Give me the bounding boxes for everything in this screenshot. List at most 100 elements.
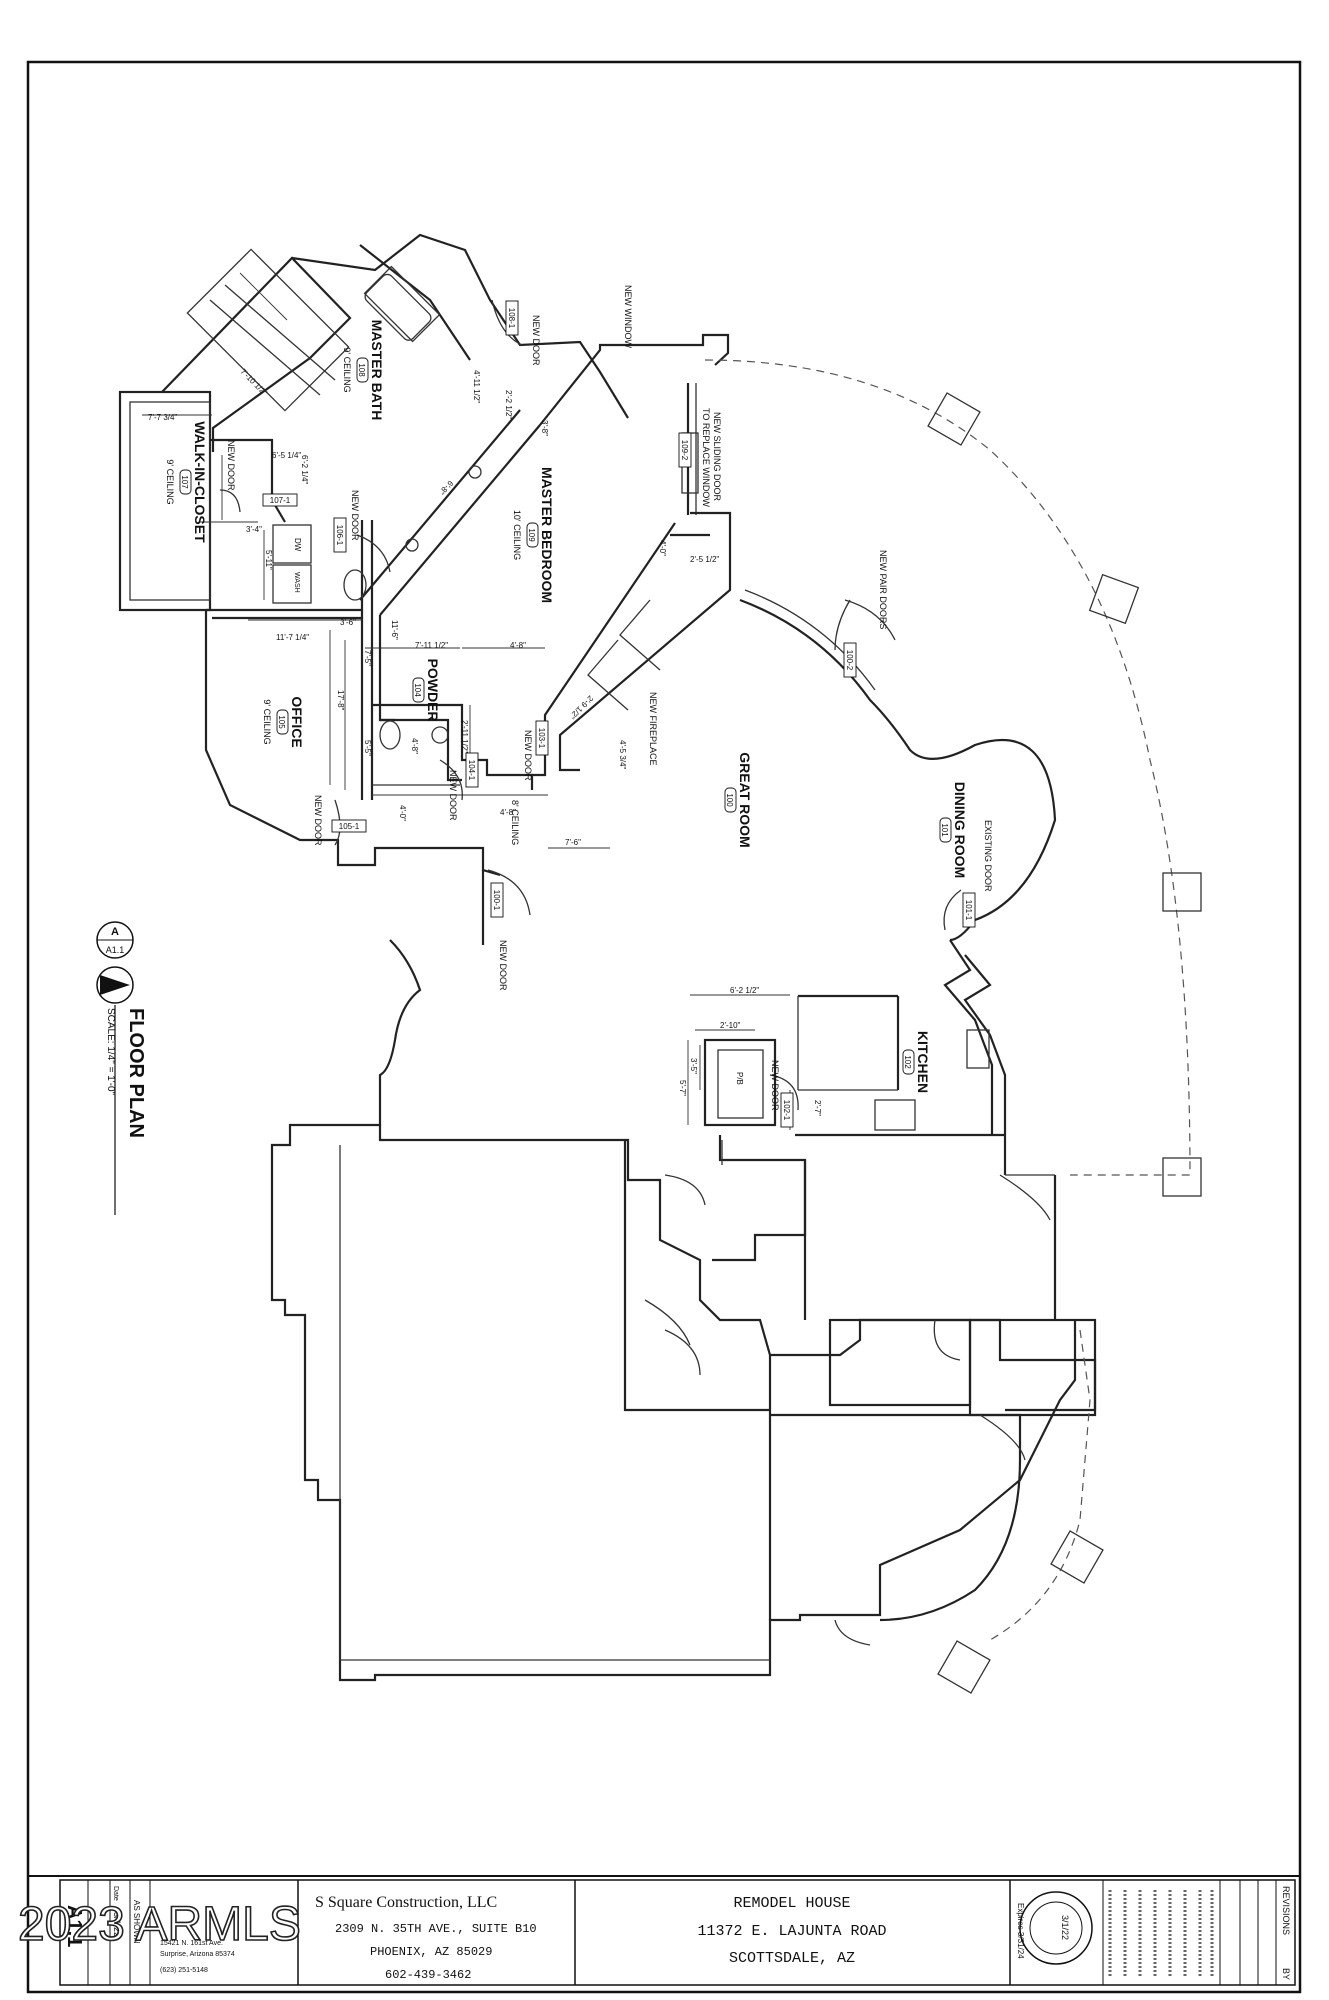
dim-4: 6'-2 1/4" — [300, 455, 309, 484]
tb-project-line2: 11372 E. LAJUNTA ROAD — [697, 1923, 886, 1940]
dim-15: 7'-11 1/2" — [415, 641, 448, 650]
dim-16: 4'-8" — [510, 641, 526, 650]
note-new-door-closet: NEW DOOR — [226, 440, 236, 491]
door-tag-102-1: 102-1 — [782, 1100, 791, 1121]
room-tag-powder: 104 — [413, 683, 422, 697]
dim-12: 6'-8" — [437, 479, 455, 497]
note-wash: WASH — [293, 572, 300, 593]
note-dw: DW — [293, 538, 302, 552]
room-name-master-bath: MASTER BATH — [369, 320, 385, 421]
tb-project-line3: SCOTTSDALE, AZ — [729, 1950, 855, 1967]
tb-seal-date: 3/1/22 — [1060, 1915, 1070, 1940]
dim-11: 3'-8" — [540, 420, 549, 436]
dim-29: 2'-10" — [720, 1021, 741, 1030]
note-eight-ceiling: 8' CEILING — [510, 800, 520, 845]
door-tags: 108-1 109-2 107-1 106-1 100-2 103-1 104-… — [262, 300, 976, 1128]
dim-27: 4'-8" — [500, 808, 516, 817]
tb-by-label: BY — [1281, 1968, 1291, 1980]
room-name-powder: POWDER — [425, 659, 441, 722]
door-tag-109-2: 109-2 — [680, 440, 689, 461]
note-new-window: NEW WINDOW — [623, 285, 633, 348]
architect-seal-icon — [1019, 1891, 1093, 1965]
room-tag-kitchen: 102 — [903, 1055, 912, 1069]
note-pb: P/B — [735, 1072, 744, 1085]
ceiling-master-bedroom: 10' CEILING — [512, 510, 522, 560]
dim-22: 2'-11 1/2" — [460, 720, 469, 753]
dim-3: 6'-5 1/4" — [272, 451, 301, 460]
note-new-door-office: NEW DOOR — [313, 795, 323, 846]
plan-notes: NEW DOOR NEW WINDOW NEW SLIDING DOOR TO … — [226, 285, 993, 1111]
drawing-title-text: FLOOR PLAN — [125, 1008, 147, 1138]
note-new-door-bath: NEW DOOR — [531, 315, 541, 366]
dim-28: 6'-2 1/2" — [730, 986, 759, 995]
note-sliding-door-1: NEW SLIDING DOOR — [712, 412, 722, 502]
door-tag-101-1: 101-1 — [964, 900, 973, 921]
dim-31: 5'-7" — [678, 1080, 687, 1096]
ceiling-walk-in-closet: 9' CEILING — [165, 459, 175, 504]
dim-32: 2'-7" — [813, 1100, 822, 1116]
dim-30: 3'-5" — [689, 1058, 698, 1074]
tb-date-label: Date — [112, 1886, 119, 1901]
dim-21: 4'-8" — [410, 738, 419, 754]
dim-17: 11'-6" — [390, 620, 399, 640]
door-tag-103-1: 103-1 — [537, 728, 546, 749]
sheet-border — [26, 60, 1302, 1994]
note-new-door-entry: NEW DOOR — [498, 940, 508, 991]
tb-seal-expires: Expires 3/31/24 — [1016, 1903, 1025, 1959]
dim-10: 2'-2 1/2" — [504, 390, 513, 419]
fine-print-block — [1108, 1890, 1214, 1978]
note-existing-door: EXISTING DOOR — [983, 820, 993, 892]
room-tag-master-bath: 108 — [357, 363, 366, 377]
tb-scale-value: AS SHOWN — [132, 1900, 141, 1944]
note-new-door-kitchen: NEW DOOR — [770, 1060, 780, 1111]
dim-9: 4'-11 1/2" — [472, 370, 481, 403]
note-new-pair-doors: NEW PAIR DOORS — [878, 550, 888, 629]
tb-designer-phone: (623) 251-5148 — [160, 1967, 208, 1974]
dim-23: 4'-0" — [398, 805, 407, 821]
tb-sheet-number: A1.1 — [63, 1905, 85, 1947]
ceiling-office: 9' CEILING — [262, 699, 272, 744]
north-arrow-icon — [96, 966, 134, 1004]
tb-project-line1: REMODEL HOUSE — [733, 1895, 850, 1912]
note-new-door-powder: NEW DOOR — [448, 770, 458, 821]
note-new-door-bath2: NEW DOOR — [350, 490, 360, 541]
drawing-title: A A1.1 FLOOR PLAN SCALE: 1/4" = 1'-0" — [96, 921, 147, 1215]
room-tag-office: 105 — [277, 715, 286, 729]
dim-5: 3'-4" — [246, 525, 262, 534]
dim-8: 11'-7 1/4" — [276, 633, 309, 642]
dim-13: 2'-5 1/2" — [690, 555, 719, 564]
room-tag-master-bedroom: 109 — [527, 528, 536, 542]
door-tag-107-1: 107-1 — [270, 496, 291, 505]
tb-designer-addr1: 15421 N. 161st Ave. — [160, 1940, 223, 1947]
note-sliding-door-2: TO REPLACE WINDOW — [701, 408, 711, 507]
tb-designer-addr2: Surprise, Arizona 85374 — [160, 1951, 235, 1958]
title-block: A1.1 Date 3/1/22 AS SHOWN 15421 N. 161st… — [17, 1875, 1300, 1986]
dim-25: 4'-5 3/4" — [618, 740, 627, 769]
dim-2: 7'-7 3/4" — [148, 413, 177, 422]
dim-18: 7'-5" — [363, 650, 372, 666]
room-name-walk-in-closet: WALK-IN-CLOSET — [192, 421, 208, 543]
room-name-dining-room: DINING ROOM — [952, 782, 968, 878]
note-new-fireplace: NEW FIREPLACE — [648, 692, 658, 766]
note-new-door-hall: NEW DOOR — [523, 730, 533, 781]
watermark-text: 2023 ARMLS — [18, 1898, 301, 1951]
room-name-great-room: GREAT ROOM — [737, 752, 753, 847]
dim-1: 7'-10 1/2" — [239, 367, 269, 397]
room-tag-dining-room: 101 — [940, 823, 949, 837]
ceiling-master-bath: 9' CEILING — [342, 347, 352, 392]
tb-contractor-addr1: 2309 N. 35TH AVE., SUITE B10 — [335, 1922, 537, 1936]
door-tag-100-1: 100-1 — [492, 890, 501, 911]
drawing-scale-text: SCALE: 1/4" = 1'-0" — [105, 1008, 116, 1096]
room-labels: MASTER BATH 108 9' CEILING WALK-IN-CLOSE… — [165, 320, 968, 1094]
door-tag-100-2: 100-2 — [845, 650, 854, 671]
dim-20: 5'-5" — [363, 740, 372, 756]
door-tag-104-1: 104-1 — [467, 760, 476, 781]
door-tag-105-1: 105-1 — [339, 822, 360, 831]
tb-revisions-label: REVISIONS — [1281, 1886, 1291, 1935]
dim-26: 7'-6" — [565, 838, 581, 847]
room-name-master-bedroom: MASTER BEDROOM — [539, 467, 555, 603]
tb-contractor-phone: 602-439-3462 — [385, 1968, 471, 1982]
room-name-office: OFFICE — [289, 696, 305, 747]
tb-contractor-addr2: PHOENIX, AZ 85029 — [370, 1945, 492, 1959]
